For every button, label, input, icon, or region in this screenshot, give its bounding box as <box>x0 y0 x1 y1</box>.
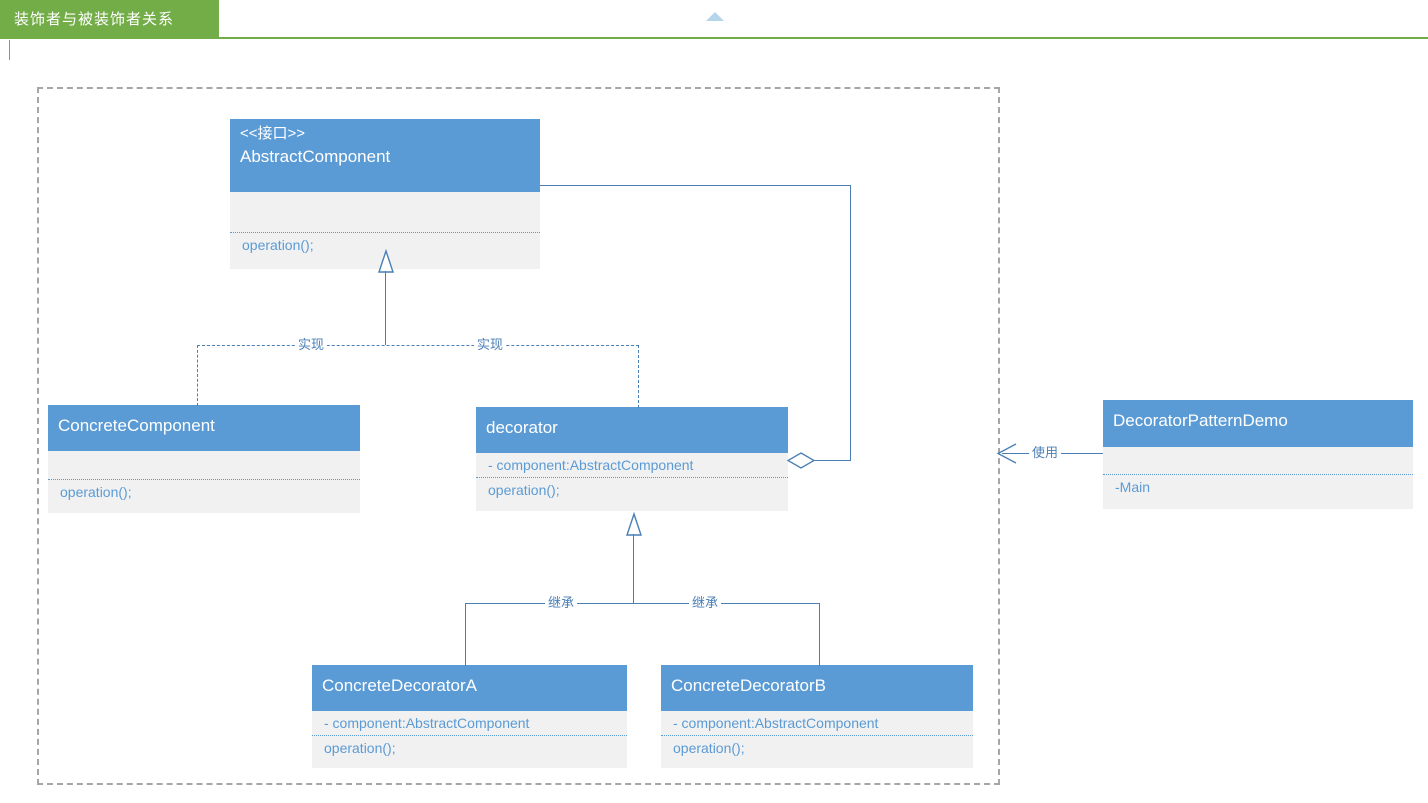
class-box-concrete-decorator-a[interactable]: ConcreteDecoratorA - component:AbstractC… <box>312 665 627 768</box>
realization-drop-decorator <box>638 345 639 408</box>
class-operation-row: operation(); <box>60 484 132 500</box>
realization-drop-concrete-component <box>197 345 198 406</box>
class-title: DecoratorPatternDemo <box>1113 411 1288 430</box>
class-operations-concrete-decorator-b: operation(); <box>661 736 973 760</box>
generalization-stem-vertical <box>633 534 634 604</box>
class-attributes-concrete-component <box>48 451 360 479</box>
edge-label-generalization-b: 继承 <box>689 595 722 611</box>
class-body-concrete-component: operation(); <box>48 451 360 513</box>
generalization-arrowhead-abstract-component <box>378 248 394 273</box>
class-attributes-concrete-decorator-a: - component:AbstractComponent <box>312 711 627 735</box>
class-box-concrete-decorator-b[interactable]: ConcreteDecoratorB - component:AbstractC… <box>661 665 973 768</box>
edge-label-realization-decorator: 实现 <box>474 337 507 353</box>
class-attributes-abstract-component <box>230 192 540 232</box>
diagram-group-frame <box>37 87 1000 785</box>
class-operations-abstract-component: operation(); <box>230 233 540 257</box>
class-attribute-row: - component:AbstractComponent <box>324 715 530 731</box>
class-body-decorator: - component:AbstractComponent operation(… <box>476 453 788 511</box>
class-body-concrete-decorator-b: - component:AbstractComponent operation(… <box>661 711 973 768</box>
class-header-decorator: decorator <box>476 407 788 453</box>
class-operation-row: -Main <box>1115 479 1151 495</box>
class-box-abstract-component[interactable]: <<接口>> AbstractComponent operation(); <box>230 119 540 269</box>
tab-bar-underline <box>0 37 1428 39</box>
class-body-concrete-decorator-a: - component:AbstractComponent operation(… <box>312 711 627 768</box>
class-operation-row: operation(); <box>488 482 560 498</box>
class-title: decorator <box>486 418 558 437</box>
class-operations-decorator: operation(); <box>476 478 788 502</box>
class-attributes-concrete-decorator-b: - component:AbstractComponent <box>661 711 973 735</box>
class-title: AbstractComponent <box>240 147 391 166</box>
class-section-divider <box>661 735 973 736</box>
class-attributes-decorator-pattern-demo <box>1103 447 1413 474</box>
class-header-concrete-decorator-a: ConcreteDecoratorA <box>312 665 627 711</box>
class-section-divider <box>48 479 360 480</box>
edge-label-dependency-uses: 使用 <box>1029 445 1062 461</box>
generalization-spine <box>465 603 820 604</box>
aggregation-segment-bottom <box>812 460 851 461</box>
class-operation-row: operation(); <box>242 237 314 253</box>
class-box-concrete-component[interactable]: ConcreteComponent operation(); <box>48 405 360 513</box>
class-header-concrete-component: ConcreteComponent <box>48 405 360 451</box>
class-header-decorator-pattern-demo: DecoratorPatternDemo <box>1103 400 1413 447</box>
class-attribute-row: - component:AbstractComponent <box>488 457 694 473</box>
generalization-arrowhead-decorator <box>626 511 642 536</box>
class-title: ConcreteComponent <box>58 416 215 435</box>
class-operations-concrete-decorator-a: operation(); <box>312 736 627 760</box>
edge-label-generalization-a: 继承 <box>545 595 578 611</box>
class-attribute-row: - component:AbstractComponent <box>673 715 879 731</box>
tab-bar: 装饰者与被装饰者关系 <box>0 0 1428 39</box>
class-header-concrete-decorator-b: ConcreteDecoratorB <box>661 665 973 711</box>
class-section-divider <box>230 232 540 233</box>
open-arrowhead-icon <box>996 443 1017 464</box>
class-box-decorator[interactable]: decorator - component:AbstractComponent … <box>476 407 788 511</box>
diagram-canvas: <<接口>> AbstractComponent operation(); Co… <box>0 39 1428 803</box>
class-section-divider <box>312 735 627 736</box>
class-attributes-decorator: - component:AbstractComponent <box>476 453 788 477</box>
tab-decorator-relationship[interactable]: 装饰者与被装饰者关系 <box>0 0 219 39</box>
class-section-divider <box>476 477 788 478</box>
class-operations-concrete-component: operation(); <box>48 480 360 504</box>
generalization-drop-concrete-decorator-a <box>465 603 466 666</box>
class-header-abstract-component: <<接口>> AbstractComponent <box>230 119 540 192</box>
class-operation-row: operation(); <box>673 740 745 756</box>
tab-left-edge-marker <box>9 40 10 60</box>
generalization-drop-concrete-decorator-b <box>819 603 820 666</box>
aggregation-diamond-icon <box>786 452 816 469</box>
aggregation-segment-right <box>850 185 851 461</box>
realization-stem-vertical <box>385 271 386 345</box>
edge-label-realization-concrete-component: 实现 <box>295 337 328 353</box>
class-title: ConcreteDecoratorA <box>322 676 477 695</box>
class-stereotype: <<接口>> <box>240 125 306 142</box>
class-section-divider <box>1103 474 1413 475</box>
aggregation-segment-top <box>540 185 851 186</box>
class-title: ConcreteDecoratorB <box>671 676 826 695</box>
class-operations-decorator-pattern-demo: -Main <box>1103 475 1413 499</box>
class-box-decorator-pattern-demo[interactable]: DecoratorPatternDemo -Main <box>1103 400 1413 509</box>
class-body-decorator-pattern-demo: -Main <box>1103 447 1413 509</box>
class-operation-row: operation(); <box>324 740 396 756</box>
realization-spine <box>197 345 639 346</box>
triangle-up-icon[interactable] <box>706 12 724 21</box>
